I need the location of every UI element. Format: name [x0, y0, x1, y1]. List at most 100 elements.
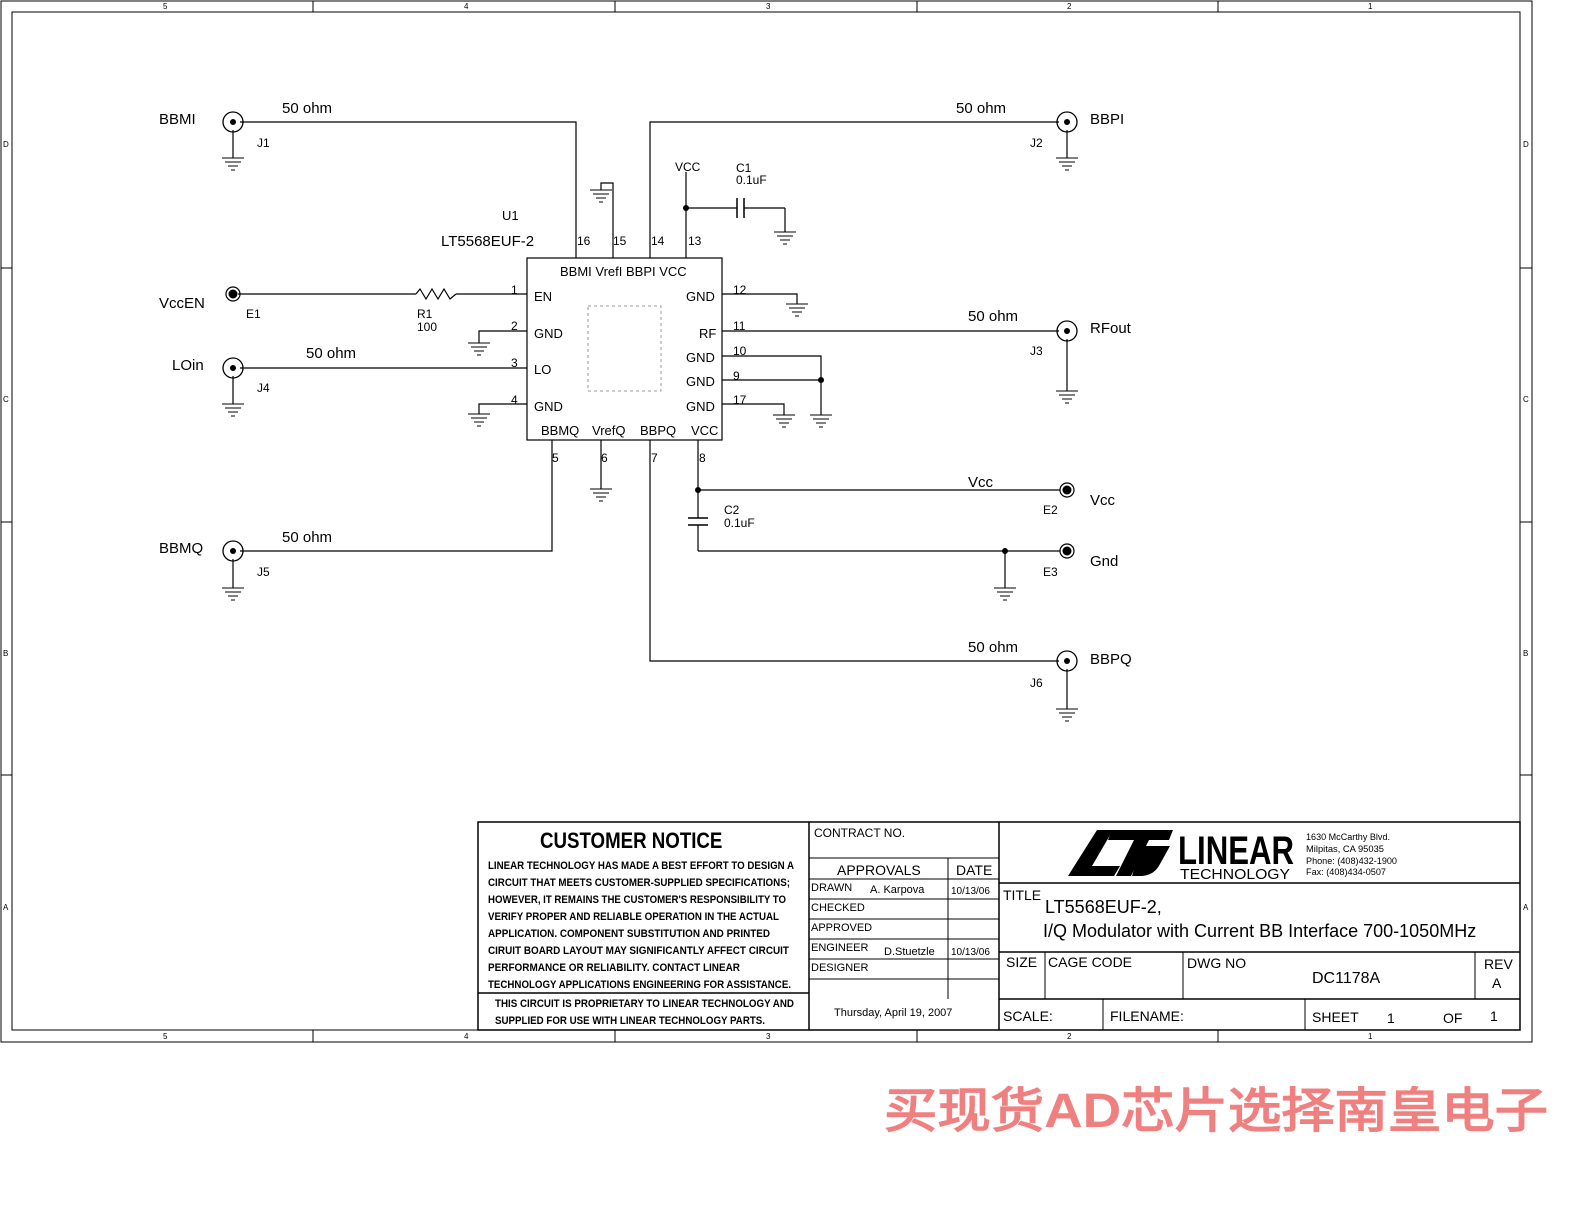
dwg-no: DC1178A	[1312, 970, 1381, 987]
terminal-net: VccEN	[159, 295, 205, 312]
capacitor-c1: VCC C1 0.1uF	[675, 160, 767, 218]
connector-j4: LOin J4 50 ohm	[172, 345, 356, 395]
connector-net: BBMI	[159, 111, 196, 128]
connector-j1: BBMI J1 50 ohm	[159, 100, 332, 150]
address-line: Fax: (408)434-0507	[1306, 867, 1386, 877]
ic-left-pin-num: 3	[511, 356, 518, 370]
ground-icon	[1056, 157, 1078, 171]
ground-icon	[222, 587, 244, 601]
ic-right-pin-num: 17	[733, 393, 747, 407]
connector-j6: BBPQ J6 50 ohm	[968, 639, 1132, 690]
row-label: B	[1523, 649, 1528, 658]
notice-line: TECHNOLOGY APPLICATIONS ENGINEERING FOR …	[488, 979, 791, 991]
ic-top-pin-num: 15	[613, 234, 627, 248]
approval-role: APPROVED	[811, 922, 872, 934]
ic-top-pin-num: 14	[651, 234, 665, 248]
address-line: 1630 McCarthy Blvd.	[1306, 832, 1390, 842]
rev-value: A	[1492, 975, 1502, 991]
of-value: 1	[1490, 1008, 1498, 1024]
approval-role: DRAWN	[811, 882, 852, 894]
ic-right-pin-name: GND	[686, 289, 715, 304]
cage-label: CAGE CODE	[1048, 954, 1132, 970]
ic-bottom-pin-label: BBPQ	[640, 423, 676, 438]
col-label: 1	[1368, 2, 1373, 11]
notice-title: CUSTOMER NOTICE	[540, 830, 722, 854]
connector-ref: J6	[1030, 676, 1043, 690]
terminal-ref: E1	[246, 307, 261, 321]
junction-dots	[683, 205, 1008, 554]
terminal-e2: Vcc E2 Vcc	[968, 474, 1116, 517]
col-label: 5	[163, 2, 168, 11]
sma-connector-icon	[222, 111, 244, 133]
col-label: 1	[1368, 1032, 1373, 1041]
ic-bottom-pin-label: BBMQ	[541, 423, 579, 438]
approval-role: ENGINEER	[811, 942, 869, 954]
ground-icon	[590, 488, 612, 502]
col-label: 3	[766, 2, 771, 11]
ground-icon	[994, 587, 1016, 601]
ground-icon	[1056, 708, 1078, 722]
proprietary-line: SUPPLIED FOR USE WITH LINEAR TECHNOLOGY …	[495, 1015, 765, 1027]
ic-left-pin-num: 4	[511, 393, 518, 407]
title-line2: I/Q Modulator with Current BB Interface …	[1043, 921, 1476, 941]
border-zone-labels: 5 4 3 2 1 5 4 3 2 1 D C B A D C B A	[3, 2, 1529, 1041]
ic-right-pin-num: 12	[733, 283, 747, 297]
connector-net: RFout	[1090, 320, 1132, 337]
ic-left-pin-num: 2	[511, 319, 518, 333]
scale-label: SCALE:	[1003, 1008, 1053, 1024]
ground-icon	[468, 413, 490, 427]
ground-icon	[222, 157, 244, 171]
row-label: B	[3, 649, 8, 658]
c2-value: 0.1uF	[724, 516, 755, 530]
c1-ref: C1	[736, 161, 752, 175]
print-date: Thursday, April 19, 2007	[834, 1007, 952, 1019]
terminal-net: Gnd	[1090, 553, 1118, 570]
address-line: Milpitas, CA 95035	[1306, 844, 1384, 854]
address-line: Phone: (408)432-1900	[1306, 856, 1397, 866]
approval-name: A. Karpova	[870, 884, 925, 896]
terminal-ref: E2	[1043, 503, 1058, 517]
row-label: C	[1523, 395, 1529, 404]
approval-role: CHECKED	[811, 902, 865, 914]
trace-label: 50 ohm	[282, 100, 332, 117]
size-label: SIZE	[1006, 954, 1037, 970]
ground-symbols	[222, 157, 1078, 722]
of-label: OF	[1443, 1010, 1462, 1026]
terminal-e1: VccEN E1	[159, 286, 261, 321]
notice-line: VERIFY PROPER AND RELIABLE OPERATION IN …	[488, 911, 779, 923]
lt-logo-icon	[1068, 830, 1173, 876]
sheet-label: SHEET	[1312, 1009, 1359, 1025]
connector-net: BBMQ	[159, 540, 203, 557]
connector-ref: J3	[1030, 344, 1043, 358]
ground-icon	[1056, 390, 1078, 404]
sma-connector-icon	[222, 540, 244, 562]
notice-line: CIRUIT BOARD LAYOUT MAY SIGNIFICANTLY AF…	[488, 945, 789, 957]
c1-net: VCC	[675, 160, 701, 174]
ic-bottom-pin-num: 5	[552, 451, 559, 465]
rev-label: REV	[1484, 956, 1513, 972]
filename-label: FILENAME:	[1110, 1008, 1184, 1024]
linear-logo: LINEAR TECHNOLOGY 1630 McCarthy Blvd. Mi…	[1068, 829, 1397, 883]
capacitor-c2: C2 0.1uF	[688, 503, 755, 530]
test-point-icon	[1059, 482, 1075, 498]
connector-j2: BBPI J2 50 ohm	[956, 100, 1124, 150]
wires	[232, 121, 1068, 709]
ic-right-pin-name: GND	[686, 350, 715, 365]
ic-u1: U1 LT5568EUF-2 BBMI VrefI BBPI VCC BBMQ …	[441, 208, 747, 465]
ic-top-pin-num: 16	[577, 234, 591, 248]
test-point-icon	[1059, 543, 1075, 559]
ic-bottom-pin-label: VrefQ	[592, 423, 625, 438]
ic-right-pin-name: RF	[699, 326, 716, 341]
ground-icon	[786, 303, 808, 317]
title-line1: LT5568EUF-2,	[1045, 897, 1162, 917]
row-label: D	[3, 140, 9, 149]
ic-right-pin-num: 9	[733, 369, 740, 383]
terminal-e3: Gnd E3	[1043, 543, 1118, 579]
col-label: 3	[766, 1032, 771, 1041]
connector-j3: RFout J3 50 ohm	[968, 308, 1132, 358]
r1-ref: R1	[417, 307, 433, 321]
approval-role: DESIGNER	[811, 962, 869, 974]
ic-right-pin-name: GND	[686, 399, 715, 414]
notice-line: APPLICATION. COMPONENT SUBSTITUTION AND …	[488, 928, 770, 940]
